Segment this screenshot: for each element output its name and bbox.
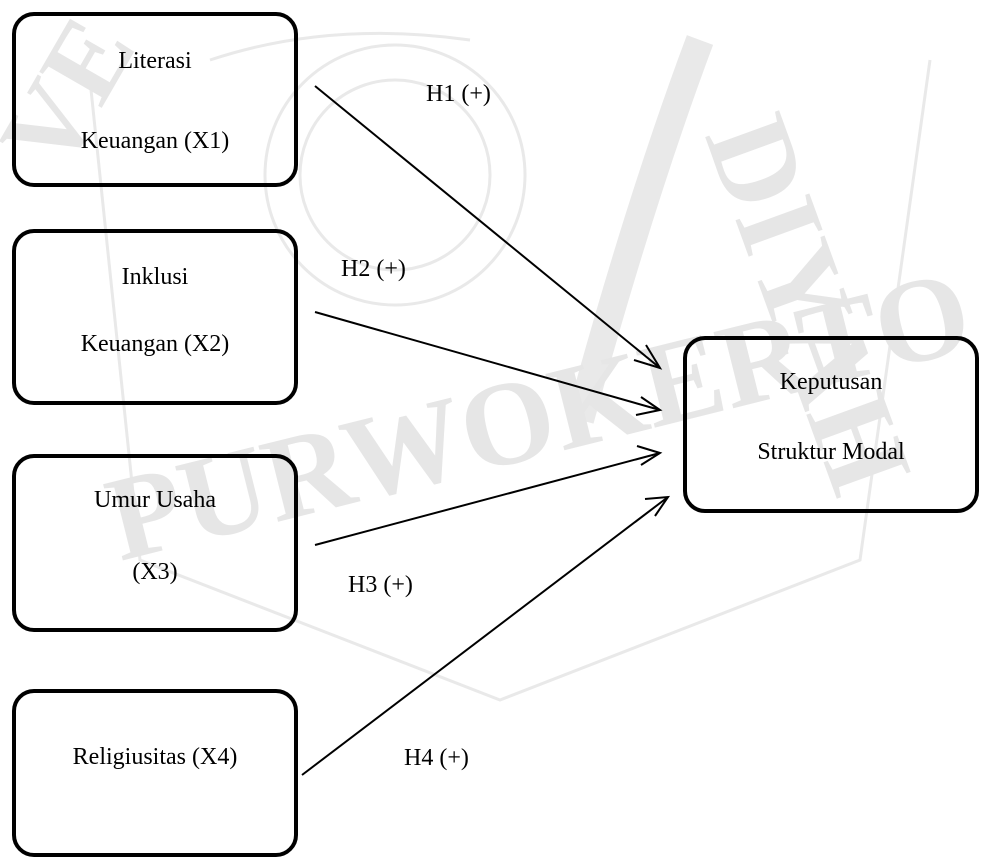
box-x1-line2: Keuangan (X1) (80, 128, 230, 154)
arrow-h1 (314, 85, 661, 369)
box-x2-line1: Inklusi (121, 264, 189, 290)
box-x1-line1: Literasi (118, 48, 192, 74)
arrow-h4 (301, 496, 669, 776)
box-x3-line2: (X3) (132, 559, 178, 585)
label-h3: H3 (+) (348, 572, 413, 598)
box-x2-line2: Keuangan (X2) (80, 331, 230, 357)
box-religiusitas: Religiusitas (X4) (12, 689, 298, 857)
arrow-h2 (314, 311, 661, 411)
label-h2: H2 (+) (341, 256, 406, 282)
arrow-h3 (314, 452, 661, 546)
box-literasi-keuangan: Literasi Keuangan (X1) (12, 12, 298, 187)
arrowhead-h2 (635, 396, 663, 416)
box-keputusan-struktur-modal: Keputusan Struktur Modal (683, 336, 979, 513)
box-umur-usaha: Umur Usaha (X3) (12, 454, 298, 632)
box-x3-line1: Umur Usaha (94, 487, 216, 513)
box-inklusi-keuangan: Inklusi Keuangan (X2) (12, 229, 298, 405)
arrowhead-h1 (633, 344, 663, 370)
box-x4-line1: Religiusitas (X4) (72, 744, 238, 770)
label-h4: H4 (+) (404, 745, 469, 771)
box-y-line2: Struktur Modal (757, 439, 905, 465)
arrowhead-h3 (636, 445, 663, 466)
box-y-line1: Keputusan (779, 369, 883, 395)
arrowhead-h4 (644, 495, 671, 517)
label-h1: H1 (+) (426, 81, 491, 107)
